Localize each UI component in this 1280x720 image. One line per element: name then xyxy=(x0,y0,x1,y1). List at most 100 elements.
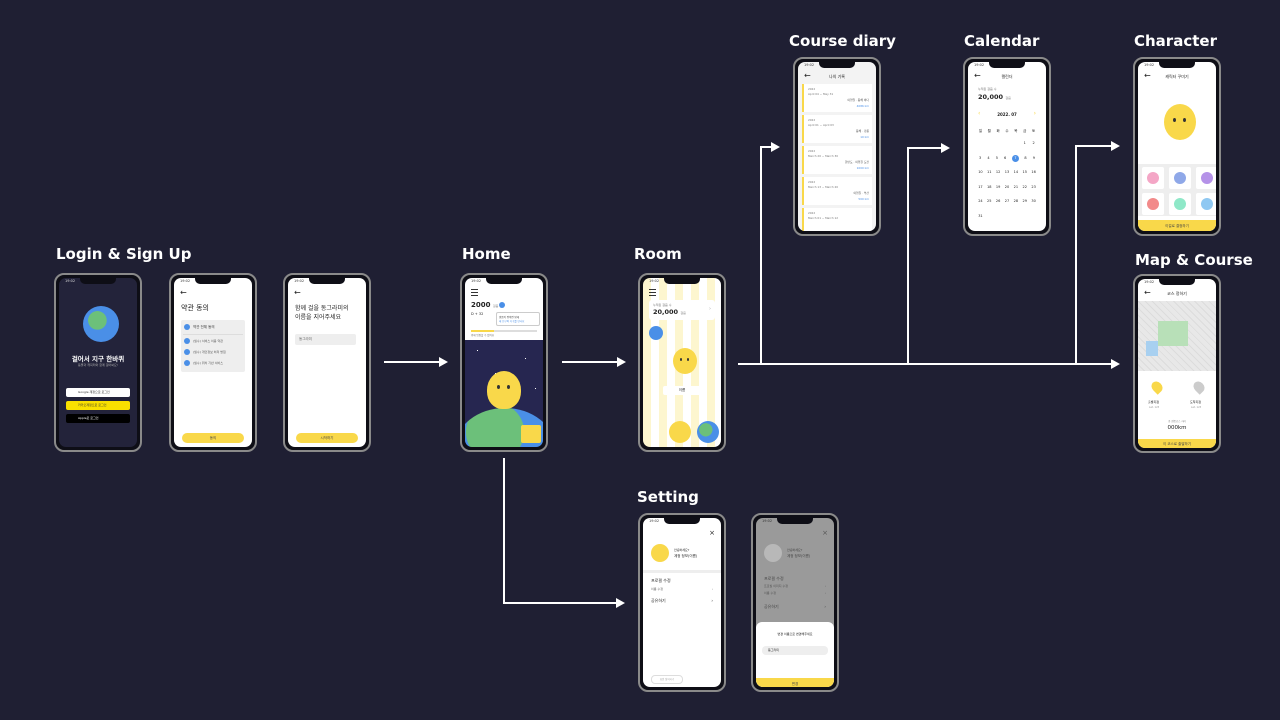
home-house-icon[interactable] xyxy=(521,425,541,443)
calendar-day[interactable]: 31 xyxy=(978,213,983,218)
calendar-day[interactable]: 16 xyxy=(1031,170,1036,174)
menu-icon[interactable] xyxy=(649,289,656,296)
terms-item-2[interactable]: (필수) 개인정보 처리 방침 xyxy=(184,349,226,355)
calendar-day[interactable]: 23 xyxy=(1031,184,1036,189)
calendar-day[interactable] xyxy=(985,140,994,155)
calendar-day[interactable]: 26 xyxy=(995,199,1001,203)
calendar-day[interactable] xyxy=(1020,213,1029,228)
room-steps-card[interactable]: 누적된 걸음 수 20,000 걸음 › xyxy=(649,300,715,320)
calendar-day[interactable] xyxy=(1003,140,1012,155)
room-phone: 19:02 누적된 걸음 수 20,000 걸음 › 이름 xyxy=(638,273,726,452)
modal-change-button[interactable]: 변경 xyxy=(756,678,834,687)
back-arrow-icon[interactable]: ← xyxy=(1144,288,1151,297)
calendar-day[interactable]: 14 xyxy=(1013,170,1019,174)
calendar-day[interactable]: 3 xyxy=(979,155,982,160)
setting2-item-2[interactable]: 이름 수정› xyxy=(764,591,826,595)
calendar-day[interactable]: 2 xyxy=(1032,141,1035,145)
close-icon[interactable]: × xyxy=(822,529,828,537)
calendar-day[interactable]: 20 xyxy=(1004,184,1010,189)
setting2-profile-heading: 프로필 수정 xyxy=(764,576,784,581)
diary-entry-year: 2022 xyxy=(808,118,816,122)
google-login-button[interactable]: Google 계정으로 로그인 xyxy=(66,388,130,397)
diary-entry-range: April 04 ~ May 31 xyxy=(808,92,834,96)
withdraw-button[interactable]: 회원 탈퇴하기 xyxy=(651,675,683,684)
back-arrow-icon[interactable]: ← xyxy=(1144,71,1151,80)
back-arrow-icon[interactable]: ← xyxy=(804,71,811,80)
name-edit-item[interactable]: 이름 수정› xyxy=(651,587,713,591)
share-item[interactable]: 공유하기› xyxy=(651,598,713,603)
status-time: 19:02 xyxy=(804,63,815,67)
calendar-day[interactable]: 12 xyxy=(995,170,1001,174)
calendar-day[interactable]: 17 xyxy=(978,184,983,189)
calendar-day[interactable] xyxy=(1011,213,1020,228)
calendar-day[interactable]: 9 xyxy=(1032,155,1035,160)
info-icon[interactable] xyxy=(499,302,505,308)
calendar-day[interactable] xyxy=(985,213,994,228)
calendar-day[interactable]: 29 xyxy=(1022,199,1027,203)
calendar-day[interactable] xyxy=(1003,213,1012,228)
terms-item-1[interactable]: (필수) 서비스 이용 약관 xyxy=(184,338,223,344)
calendar-day[interactable] xyxy=(976,140,985,155)
calendar-day[interactable]: 27 xyxy=(1004,199,1010,203)
setting2-item-1[interactable]: 프로필 이미지 수정› xyxy=(764,584,826,588)
setting2-share[interactable]: 공유하기› xyxy=(764,604,826,609)
modal-name-input[interactable]: 동그라미 xyxy=(762,646,828,655)
calendar-day[interactable]: 10 xyxy=(978,170,983,174)
calendar-day[interactable]: 8 xyxy=(1024,155,1027,160)
map-view[interactable] xyxy=(1138,301,1216,371)
calendar-day[interactable]: 5 xyxy=(995,155,998,160)
calendar-day[interactable] xyxy=(1011,140,1020,155)
prev-month-icon[interactable]: ‹ xyxy=(978,110,981,117)
character-option[interactable] xyxy=(1142,167,1164,189)
apple-login-button[interactable]: Apple로 로그인 xyxy=(66,414,130,423)
close-icon[interactable]: × xyxy=(709,529,715,537)
calendar-day[interactable]: 4 xyxy=(987,155,990,160)
character-option[interactable] xyxy=(1169,193,1191,215)
terms-item-3[interactable]: (필수) 위치 기반 서비스 xyxy=(184,360,223,366)
footprint-icon[interactable] xyxy=(649,326,663,340)
start-course-button[interactable]: 이 코스로 출발하기 xyxy=(1138,439,1216,448)
terms-all-checkbox[interactable]: 약관 전체 동의 xyxy=(184,324,215,330)
calendar-day[interactable]: 15 xyxy=(1022,170,1027,174)
calendar-day[interactable]: 30 xyxy=(1031,199,1036,203)
select-character-button[interactable]: 이걸로 결정하기 xyxy=(1138,220,1216,231)
home-dday: D + 32 xyxy=(471,312,484,316)
calendar-day[interactable]: 25 xyxy=(987,199,992,203)
calendar-day[interactable]: 1 xyxy=(1023,141,1026,145)
calendar-day[interactable]: 24 xyxy=(978,199,983,203)
calendar-day[interactable]: 11 xyxy=(987,170,992,174)
calendar-day[interactable] xyxy=(994,213,1003,228)
earth-button[interactable] xyxy=(697,421,719,443)
next-month-icon[interactable]: › xyxy=(1033,110,1036,117)
calendar-day[interactable] xyxy=(1029,213,1038,228)
start-button[interactable]: 시작하기 xyxy=(296,433,358,443)
character-option[interactable] xyxy=(1196,193,1216,215)
back-arrow-icon[interactable]: ← xyxy=(180,288,187,297)
calendar-day[interactable]: 22 xyxy=(1022,184,1027,189)
calendar-day[interactable]: 18 xyxy=(987,184,992,189)
calendar-day[interactable] xyxy=(994,140,1003,155)
calendar-day[interactable]: 21 xyxy=(1013,184,1019,189)
back-arrow-icon[interactable]: ← xyxy=(974,71,981,80)
calendar-day[interactable]: 28 xyxy=(1013,199,1019,203)
check-icon xyxy=(184,338,190,344)
calendar-day[interactable]: 13 xyxy=(1004,170,1010,174)
menu-icon[interactable] xyxy=(471,289,478,296)
calendar-day[interactable]: 7 xyxy=(1011,154,1019,162)
weekday-label: 토 xyxy=(1031,129,1036,133)
character-option[interactable] xyxy=(1196,167,1216,189)
agree-button[interactable]: 동의 xyxy=(182,433,244,443)
character-option[interactable] xyxy=(1169,167,1191,189)
kakao-login-button[interactable]: 카카오계정으로 로그인 xyxy=(66,401,130,410)
character-option[interactable] xyxy=(1142,193,1164,215)
calendar-day[interactable]: 19 xyxy=(995,184,1001,189)
back-arrow-icon[interactable]: ← xyxy=(294,288,301,297)
calendar-day[interactable]: 6 xyxy=(1004,155,1007,160)
location-pin-button[interactable] xyxy=(669,421,691,443)
name-input[interactable]: 동그라미 xyxy=(295,334,356,345)
